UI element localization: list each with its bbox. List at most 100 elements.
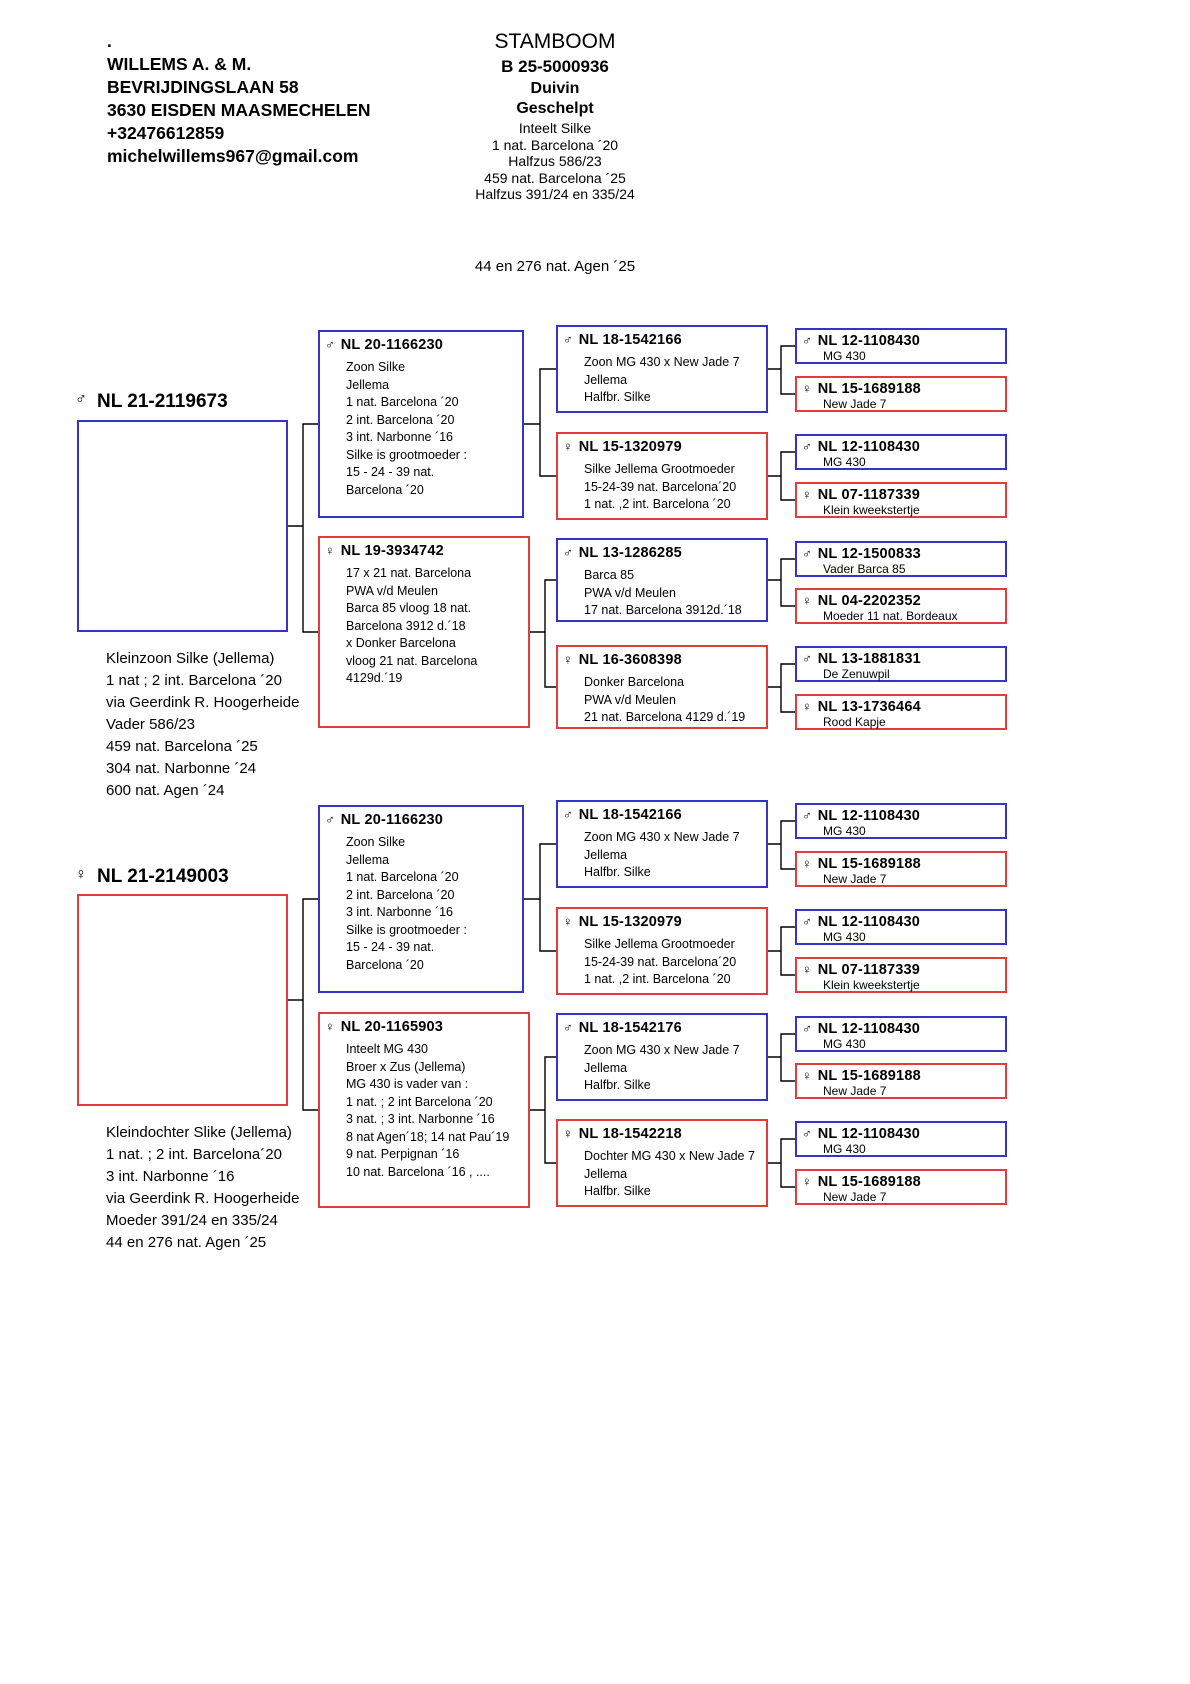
text-line: 44 en 276 nat. Agen ´25: [106, 1234, 267, 1251]
pedigree-box: ♀NL 15-1689188 New Jade 7: [795, 1169, 1007, 1205]
text-line: 1 nat. ,2 int. Barcelona ´20: [584, 497, 731, 511]
bird-sex: Duivin: [530, 80, 580, 97]
text-line: 1 nat. Barcelona ´20: [346, 395, 459, 409]
dam-notes: Kleindochter Slike (Jellema)1 nat. ; 2 i…: [106, 1122, 299, 1254]
text-line: PWA v/d Meulen: [584, 692, 676, 707]
text-line: 1 nat. Barcelona ´20: [346, 870, 459, 884]
text-line: Silke Jellema Grootmoeder: [584, 462, 735, 476]
text-line: PWA v/d Meulen: [346, 583, 438, 598]
pigeon-name: Klein kweekstertje: [823, 978, 920, 992]
pigeon-name: Rood Kapje: [823, 715, 886, 729]
pedigree-box: ♀NL 04-2202352 Moeder 11 nat. Bordeaux: [795, 588, 1007, 624]
text-line: 17 x 21 nat. Barcelona: [346, 566, 472, 580]
ring-number: NL 18-1542166: [578, 332, 682, 348]
pedigree-box: ♂NL 12-1108430 MG 430: [795, 434, 1007, 470]
text-line: 1 nat. ; 2 int Barcelona ´20: [346, 1094, 493, 1109]
pigeon-name: MG 430: [823, 1037, 866, 1051]
pigeon-name: Vader Barca 85: [823, 562, 906, 576]
text-line: Broer x Zus (Jellema): [346, 1059, 466, 1074]
text-line: Barca 85: [584, 568, 635, 582]
female-icon: ♀: [802, 487, 812, 502]
text-line: 15-24-39 nat. Barcelona´20: [584, 954, 737, 969]
pedigree-box: ♀ NL 15-1320979 Silke Jellema Grootmoeder…: [556, 432, 768, 520]
pedigree-box: ♀NL 13-1736464 Rood Kapje: [795, 694, 1007, 730]
text-line: Jellema: [584, 1166, 628, 1181]
ring-number: NL 12-1108430: [817, 1126, 921, 1142]
male-icon: ♂: [802, 1126, 812, 1141]
ring-number: NL 20-1166230: [340, 337, 444, 353]
ring-number: NL 04-2202352: [817, 593, 921, 609]
ring-number: NL 12-1108430: [817, 333, 921, 349]
female-icon: ♀: [325, 1019, 335, 1034]
pigeon-name: MG 430: [823, 349, 866, 363]
text-line: 9 nat. Perpignan ´16: [346, 1147, 460, 1161]
text-line: 21 nat. Barcelona 4129 d.´19: [584, 710, 746, 724]
male-icon: ♂: [802, 439, 812, 454]
female-icon: ♀: [802, 962, 812, 977]
breeder-address1: BEVRIJDINGSLAAN 58: [107, 77, 299, 97]
male-icon: ♂: [563, 545, 573, 560]
text-line: 459 nat. Barcelona ´25: [106, 738, 258, 755]
ring-number: NL 18-1542166: [578, 807, 682, 823]
ring-number: NL 12-1108430: [817, 1021, 921, 1037]
pigeon-name: Klein kweekstertje: [823, 503, 920, 517]
ring-number: NL 15-1320979: [578, 914, 682, 930]
sire-photo-placeholder: [77, 420, 288, 632]
text-line: Inteelt MG 430: [346, 1042, 428, 1056]
text-line: 8 nat Agen´18; 14 nat Pau´19: [346, 1129, 510, 1144]
text-line: Halfbr. Silke: [584, 1078, 651, 1092]
ring-number: NL 13-1286285: [578, 545, 682, 561]
text-line: 3 int. Narbonne ´16: [346, 905, 454, 919]
pigeon-name: New Jade 7: [823, 872, 887, 886]
text-line: 459 nat. Barcelona ´25: [484, 169, 626, 186]
text-line: Zoon MG 430 x New Jade 7: [584, 355, 740, 369]
ring-number: NL 20-1166230: [340, 812, 444, 828]
ring-number: NL 15-1320979: [578, 439, 682, 455]
male-icon: ♂: [325, 337, 335, 352]
text-line: Jellema: [584, 847, 628, 862]
pedigree-box: ♀NL 15-1689188 New Jade 7: [795, 376, 1007, 412]
text-line: 4129d.´19: [346, 671, 403, 685]
pigeon-name: New Jade 7: [823, 1190, 887, 1204]
male-icon: ♂: [802, 914, 812, 929]
pedigree-box: ♀NL 15-1689188 New Jade 7: [795, 1063, 1007, 1099]
ring-number: NL 18-1542176: [578, 1020, 682, 1036]
text-line: Jellema: [584, 372, 628, 387]
text-line: Jellema: [346, 852, 390, 867]
pigeon-name: MG 430: [823, 930, 866, 944]
dam-ring-number: NL 21-2149003: [97, 866, 229, 887]
text-line: 3 int. Narbonne ´16: [106, 1168, 235, 1185]
text-line: Zoon Silke: [346, 835, 406, 849]
text-line: 600 nat. Agen ´24: [106, 782, 225, 799]
text-line: 3 int. Narbonne ´16: [346, 430, 454, 444]
agen-note: 44 en 276 nat. Agen ´25: [474, 258, 636, 275]
text-line: PWA v/d Meulen: [584, 585, 676, 600]
pedigree-box: ♀NL 18-1542218 Dochter MG 430 x New Jade…: [556, 1119, 768, 1207]
female-icon: ♀: [325, 543, 335, 558]
male-icon: ♂: [802, 546, 812, 561]
ring-number: NL 07-1187339: [817, 962, 921, 978]
text-line: Halfzus 391/24 en 335/24: [475, 186, 635, 202]
female-icon: ♀: [563, 439, 573, 454]
breeder-name: WILLEMS A. & M.: [107, 54, 252, 74]
sire-notes: Kleinzoon Silke (Jellema)1 nat ; 2 int. …: [106, 648, 299, 802]
text-line: 3 nat. ; 3 int. Narbonne ´16: [346, 1112, 495, 1126]
pigeon-name: MG 430: [823, 824, 866, 838]
sire-ring-number: NL 21-2119673: [97, 391, 228, 412]
text-line: Moeder 391/24 en 335/24: [106, 1212, 278, 1229]
text-line: 17 nat. Barcelona 3912d.´18: [584, 603, 742, 617]
male-icon: ♂: [802, 808, 812, 823]
pedigree-box: ♂NL 12-1108430 MG 430: [795, 1016, 1007, 1052]
female-icon: ♀: [802, 856, 812, 871]
male-icon: ♂: [563, 807, 573, 822]
